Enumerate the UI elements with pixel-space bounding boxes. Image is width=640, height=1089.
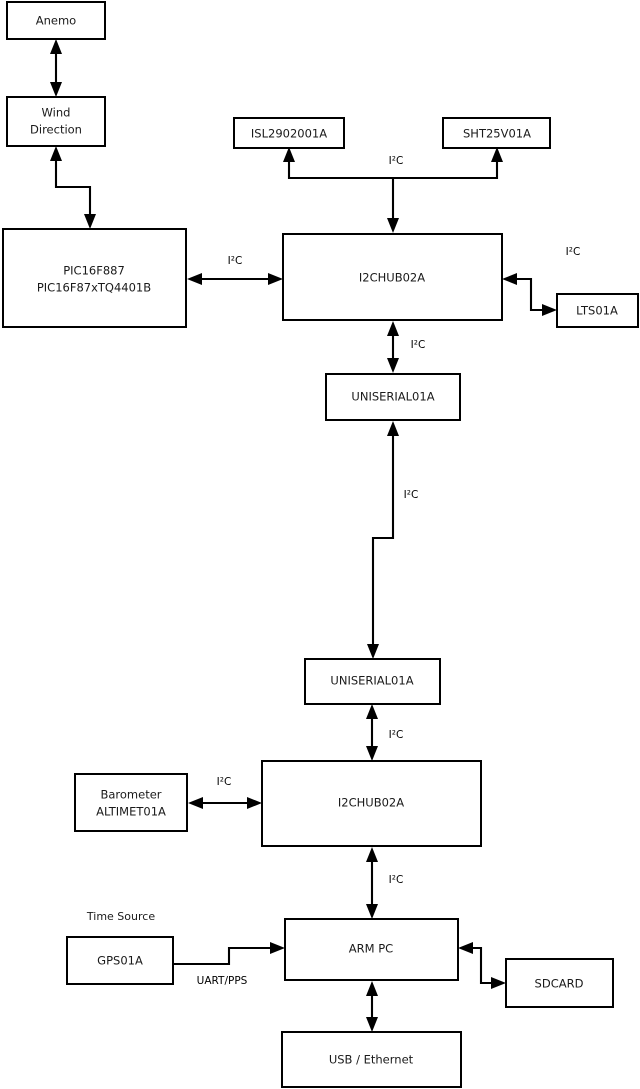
node-label-isl: ISL2902001A xyxy=(251,127,327,141)
node-label-uniserial-bottom: UNISERIAL01A xyxy=(330,674,413,688)
edge-label-gps-to-arm: UART/PPS xyxy=(197,975,248,987)
node-label-gps: GPS01A xyxy=(97,954,143,968)
connector-uniserial-link: I²C xyxy=(367,421,418,659)
node-label-uniserial-top: UNISERIAL01A xyxy=(351,390,434,404)
node-arm-pc[interactable]: ARM PC xyxy=(284,918,459,981)
node-label-anemo: Anemo xyxy=(36,14,76,28)
node-label-pic-line1: PIC16F887 xyxy=(63,264,125,278)
connector-arm-to-sdcard xyxy=(458,942,506,989)
connector-uniserial-bottom-to-hub: I²C xyxy=(366,704,403,761)
connector-arm-to-usb-ethernet xyxy=(366,981,378,1032)
node-isl2902001a[interactable]: ISL2902001A xyxy=(233,117,345,149)
node-i2chub02a-top[interactable]: I2CHUB02A xyxy=(282,233,503,321)
connector-anemo-wind-direction xyxy=(50,39,62,97)
node-barometer-altimet01a[interactable]: Barometer ALTIMET01A xyxy=(74,773,188,832)
node-label-lts: LTS01A xyxy=(576,304,618,318)
node-label-wind-direction-line2: Direction xyxy=(30,123,82,137)
connector-hub-to-uniserial-top: I²C xyxy=(387,321,425,373)
edge-label-hub-to-uniserial-top: I²C xyxy=(411,339,426,351)
node-label-sht: SHT25V01A xyxy=(463,127,531,141)
node-gps01a[interactable]: GPS01A xyxy=(66,936,174,985)
connector-hub-to-sensors: I²C xyxy=(283,147,503,233)
label-time-source: Time Source xyxy=(86,910,155,923)
node-i2chub02a-bottom[interactable]: I2CHUB02A xyxy=(261,760,482,847)
node-label-barometer-line1: Barometer xyxy=(100,788,161,802)
node-lts01a[interactable]: LTS01A xyxy=(556,293,639,328)
node-label-barometer-line2: ALTIMET01A xyxy=(96,805,166,819)
node-uniserial01a-bottom[interactable]: UNISERIAL01A xyxy=(304,658,441,705)
node-label-arm-pc: ARM PC xyxy=(349,942,393,956)
node-label-hub-bottom: I2CHUB02A xyxy=(338,796,404,810)
edge-label-pic-to-hub: I²C xyxy=(228,255,243,267)
edge-label-hub-to-sensors: I²C xyxy=(389,155,404,167)
edge-label-barometer-to-hub: I²C xyxy=(217,776,232,788)
node-pic-microcontroller[interactable]: PIC16F887 PIC16F87xTQ4401B xyxy=(2,228,187,328)
edge-label-hub-bottom-to-arm: I²C xyxy=(389,874,404,886)
node-label-hub-top: I2CHUB02A xyxy=(359,271,425,285)
node-wind-direction[interactable]: Wind Direction xyxy=(6,96,106,147)
node-label-pic-line2: PIC16F87xTQ4401B xyxy=(37,281,151,295)
node-sdcard[interactable]: SDCARD xyxy=(505,958,614,1008)
connector-pic-wind-direction xyxy=(50,146,96,229)
connector-hub-bottom-to-arm: I²C xyxy=(366,847,403,919)
node-anemo[interactable]: Anemo xyxy=(6,1,106,40)
connector-hub-to-lts: I²C xyxy=(502,246,580,316)
edge-label-uniserial-bottom-to-hub: I²C xyxy=(389,729,404,741)
node-label-wind-direction-line1: Wind xyxy=(42,106,71,120)
connector-gps-to-arm: UART/PPS xyxy=(173,942,285,987)
edge-label-hub-to-lts: I²C xyxy=(566,246,581,258)
connector-barometer-to-hub: I²C xyxy=(188,776,262,809)
node-usb-ethernet[interactable]: USB / Ethernet xyxy=(281,1031,462,1088)
node-label-sdcard: SDCARD xyxy=(535,977,584,991)
connector-pic-hub: I²C xyxy=(187,255,283,285)
node-label-usb-ethernet: USB / Ethernet xyxy=(329,1053,414,1067)
node-uniserial01a-top[interactable]: UNISERIAL01A xyxy=(325,373,461,421)
edge-label-uniserial-link: I²C xyxy=(404,489,419,501)
node-sht25v01a[interactable]: SHT25V01A xyxy=(442,117,551,149)
